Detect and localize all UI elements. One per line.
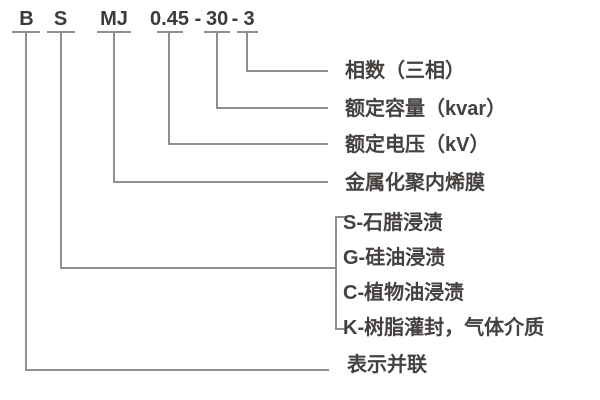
connector-horizontal-film [113,181,328,183]
code-part-capacity: 30 [206,8,229,30]
code-separator: - [231,8,239,30]
label-impregnation-s: S-石腊浸渍 [343,212,443,234]
connector-vertical-b [25,31,27,371]
connector-horizontal-phase [246,70,328,72]
label-rated-voltage: 额定电压（kV） [345,134,490,156]
connector-horizontal-impregnation [60,267,337,269]
code-part-film: MJ [100,8,128,30]
code-part-voltage: 0.45 [150,8,189,30]
code-part-impregnation: S [53,8,68,30]
code-separator: - [194,8,202,30]
label-impregnation-k: K-树脂灌封，气体介质 [343,317,545,339]
bracket-vertical [335,216,337,330]
connector-vertical-phase [246,31,248,72]
code-part-connection: B [19,8,34,30]
connector-horizontal-parallel [25,369,329,371]
bracket-top-tick [335,216,346,218]
label-impregnation-g: G-硅油浸渍 [343,247,446,269]
connector-vertical-capacity [216,31,218,109]
label-parallel: 表示并联 [347,354,427,376]
label-dielectric-film: 金属化聚内烯膜 [345,172,485,194]
connector-horizontal-capacity [216,107,328,109]
label-phase: 相数（三相） [345,60,465,82]
bracket-bottom-tick [335,328,346,330]
label-impregnation-c: C-植物油浸渍 [343,282,465,304]
code-tick-underline [157,31,183,33]
connector-vertical-mj [113,31,115,183]
connector-vertical-s [60,31,62,269]
code-part-phase: 3 [243,8,255,30]
connector-horizontal-voltage [168,143,328,145]
label-rated-capacity: 额定容量（kvar） [345,98,507,120]
connector-vertical-voltage [168,31,170,145]
